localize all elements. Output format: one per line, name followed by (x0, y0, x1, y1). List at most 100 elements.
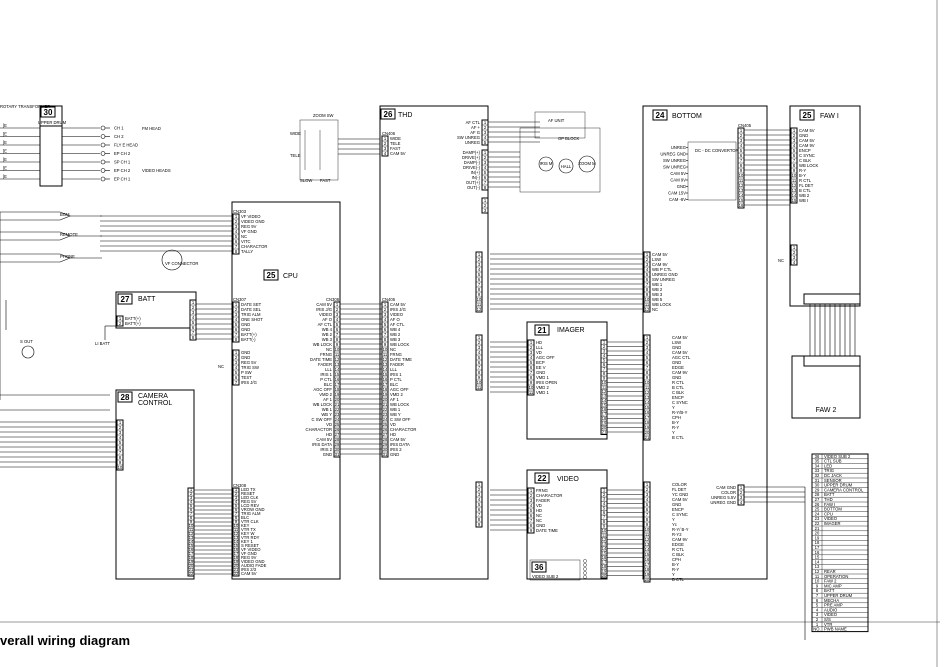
bottom-cn402-pin-label: Y (672, 430, 675, 435)
batt-cn700-pin-number: 5 (192, 320, 195, 325)
bottom-cn403-pin-label: WB 1 (652, 282, 663, 287)
cpu-cn306-pin-label: CAM 5V (316, 302, 332, 307)
thd-cn402-pin-number: 2 (484, 155, 487, 160)
thd-inner-pin: FRNG (390, 352, 402, 357)
bottom-cn401-pin-number: 7 (646, 512, 649, 517)
faw1-connector-pin-label: WB LOCK (799, 163, 819, 168)
thd-cn407-pin-number: 4 (478, 350, 481, 355)
imager-right-connector-pin-number: 20 (602, 425, 607, 430)
faw1-connector-pin-number: 1 (793, 128, 796, 133)
pwb-table-number: 10 (815, 579, 820, 584)
thd-inner-pin: WB 2 (390, 332, 401, 337)
vf-connector-symbol (161, 249, 183, 271)
diagram-title: verall wiring diagram (0, 633, 131, 648)
bottom-cn403-pin-label: WB 3 (652, 292, 663, 297)
thd-cn402-pin-label: OUT(+) (466, 180, 481, 185)
cpu-cn307-pin-label: BATT(+) (241, 332, 257, 337)
rotary-coil: [E (3, 166, 7, 171)
cpu-cn306-pin-number: 20 (335, 397, 340, 402)
video-left-connector-pin-label: NC (536, 518, 542, 523)
cpu-cn308-pin-number: 14 (234, 539, 239, 544)
thd-inner-pin: AF CTL (390, 322, 405, 327)
pwb-table-name: CTL SUB (824, 459, 842, 464)
video-right-connector-pin-number: 6 (603, 510, 606, 515)
bottom-cn405-pin-number: 15 (739, 198, 744, 203)
bottom-cn402-pin-number: 11 (645, 385, 650, 390)
video-heads-label: VIDEO HEADS (142, 168, 171, 173)
imager-right-connector-pin-number: 9 (603, 375, 606, 380)
thd-cn405-pin-number: 11 (383, 352, 388, 357)
bottom-number-box (652, 109, 668, 121)
thd-cn404-pin-number: 12 (477, 307, 482, 312)
cpu-cn303-pin-number: 1 (235, 214, 238, 219)
cpu-cn308-pin-number: 17 (234, 551, 239, 556)
zoom-motor (578, 155, 596, 173)
video-block (526, 469, 608, 580)
cpu-cn306-pin-label: IRIS 2 (320, 447, 332, 452)
pwb-table-number: 22 (815, 521, 820, 526)
thd-cn406-pin-number: 1 (384, 136, 387, 141)
faw1-cn512-pin-number: 1 (793, 245, 796, 250)
faw1-connector-pin-number: 14 (792, 193, 797, 198)
thd-inner-pin: VMD 2 (390, 392, 403, 397)
camera-cn608-pin-number: 4 (119, 435, 122, 440)
pwb-table-number: 6 (816, 598, 819, 603)
hall-sensor (558, 158, 574, 174)
faw1-connector-pin-label: FL DET (799, 183, 814, 188)
bottom-dc-pin: UNREG GND (660, 152, 686, 157)
thd-cn407-pin-number: 2 (478, 340, 481, 345)
cpu-cn306-pin-number: 24 (335, 417, 340, 422)
faw2-connector (803, 355, 861, 367)
cpu-cn300-pin-number: 1 (235, 350, 238, 355)
faw1-connector-pin-number: 2 (793, 133, 796, 138)
pwb-table-number: 28 (815, 492, 820, 497)
camera-cn609-pin-number: 5 (190, 503, 193, 508)
bottom-cn402-pin-number: 14 (645, 400, 650, 405)
pwb-table-name: VIDEO (824, 612, 838, 617)
faw1-connector-pin-label: C BLK (799, 158, 811, 163)
cpu-cn306-pin-number: 27 (335, 432, 340, 437)
imager-left-connector-pin-number: 8 (530, 375, 533, 380)
cpu-cn306-pin-label: IRIS 1 (320, 372, 332, 377)
camera-cn609-pin-number: 8 (190, 515, 193, 520)
cpu-cn308-pin-label: LCD REV (241, 503, 259, 508)
cpu-cn306-pin-number: 1 (336, 302, 339, 307)
pwb-table-name: IMAGER (824, 521, 841, 526)
thd-cn404-pin-number: 6 (478, 277, 481, 282)
bottom-cn401-pin-label: Y (672, 517, 675, 522)
camera-cn608-pin-number: 1 (119, 420, 122, 425)
bottom-cn403-pin-number: 4 (646, 267, 649, 272)
video-sub2-number: 36 (535, 563, 544, 572)
camera-cn609-pin-number: 13 (189, 535, 194, 540)
imager-left-connector-pin-label: BCP (536, 360, 545, 365)
camera-cn609-pin-number: 20 (189, 563, 194, 568)
pwb-table-number: 7 (816, 593, 819, 598)
cpu-cn303-pin-number: 4 (235, 229, 238, 234)
thd-inner-pin: VD (390, 422, 396, 427)
bottom-cn402-pin-label: GND (672, 375, 681, 380)
cpu-cn307-pin-number: 1 (235, 302, 238, 307)
bottom-cn402-pin-number: 16 (645, 410, 650, 415)
thd-cn407-pin-number: 7 (478, 365, 481, 370)
video-right-connector-pin-number: 8 (603, 519, 606, 524)
head-label: EP CH 2 (114, 151, 131, 156)
cpu-cn308-pin-number: 12 (234, 531, 239, 536)
thd-cn405-pin-number: 25 (383, 422, 388, 427)
thd-cn406-pin-label: FAST (390, 146, 401, 151)
thd-inner-pin: VIDEO (390, 312, 404, 317)
cpu-cn306-pin-number: 18 (335, 387, 340, 392)
video-left-connector-pin-label: VD (536, 503, 542, 508)
cpu-cn300-pin-number: 4 (235, 365, 238, 370)
cpu-cn307-pin-label: DATE SET (241, 302, 262, 307)
bottom-cn402-pin-label: C BLK (672, 390, 684, 395)
thd-cn405-pin-number: 10 (383, 347, 388, 352)
video-sub2-terminal (583, 567, 587, 571)
cpu-cn308-pin-number: 15 (234, 543, 239, 548)
cpu-cn306-pin-number: 6 (336, 327, 339, 332)
pwb-table-name: DC JACK (824, 473, 842, 478)
pwb-table-number: 23 (815, 516, 820, 521)
faw1-connector-pin-label: CAM 9V (799, 143, 815, 148)
faw1-connector-pin-number: 4 (793, 143, 796, 148)
pwb-table-name: AUDIO (824, 607, 838, 612)
video-right-connector-pin-number: 15 (602, 550, 607, 555)
